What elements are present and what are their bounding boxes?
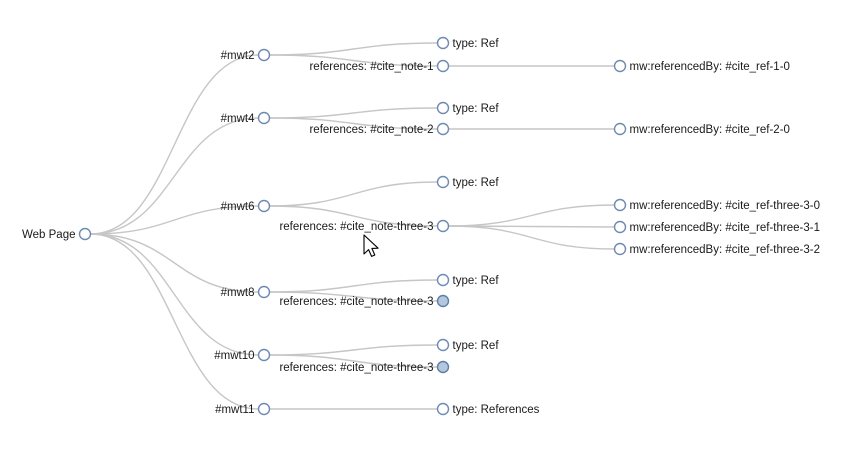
node-circle[interactable] xyxy=(436,273,450,287)
tree-link xyxy=(269,291,438,302)
tree-link xyxy=(269,279,438,293)
tree-link xyxy=(448,204,615,227)
node-circle[interactable] xyxy=(436,122,450,136)
node-circle-collapsed[interactable] xyxy=(436,360,450,374)
node-circle[interactable] xyxy=(257,199,271,213)
node-circle[interactable] xyxy=(613,220,627,234)
node-circle[interactable] xyxy=(613,59,627,73)
node-circle[interactable] xyxy=(257,402,271,416)
tree-node-root[interactable]: Web Page xyxy=(22,227,92,242)
node-circle[interactable] xyxy=(436,101,450,115)
tree-node-label: #mwt4 xyxy=(221,113,255,125)
tree-node-mwt6-type[interactable]: type: Ref xyxy=(436,175,500,190)
tree-node-label: references: #cite_note-1 xyxy=(309,61,433,73)
tree-node-mwt4-type[interactable]: type: Ref xyxy=(436,101,500,116)
tree-link xyxy=(269,54,438,67)
node-circle[interactable] xyxy=(613,198,627,212)
tree-node-label: references: #cite_note-three-3 xyxy=(279,362,433,374)
tree-node-mwt10[interactable]: #mwt10 xyxy=(214,348,271,363)
tree-node-mwt11[interactable]: #mwt11 xyxy=(215,402,271,417)
node-circle[interactable] xyxy=(436,36,450,50)
tree-link xyxy=(448,225,615,228)
tree-node-label: type: Ref xyxy=(453,177,500,189)
tree-node-label: type: Ref xyxy=(453,275,500,287)
tree-node-mwt2[interactable]: #mwt2 xyxy=(221,48,271,63)
tree-link xyxy=(90,54,259,235)
tree-node-label: mw:referencedBy: #cite_ref-three-3-0 xyxy=(630,200,820,212)
tree-node-label: #mwt8 xyxy=(221,287,255,299)
tree-node-label: #mwt2 xyxy=(221,50,255,62)
tree-link xyxy=(90,205,259,235)
tree-node-mwt4-refs[interactable]: references: #cite_note-2 xyxy=(309,122,450,137)
tree-node-label: references: #cite_note-three-3 xyxy=(279,221,433,233)
node-circle[interactable] xyxy=(257,285,271,299)
tree-node-mwt2-ref-0[interactable]: mw:referencedBy: #cite_ref-1-0 xyxy=(613,59,790,74)
node-circle-collapsed[interactable] xyxy=(436,294,450,308)
tree-node-label: references: #cite_note-2 xyxy=(309,124,433,136)
tree-node-label: references: #cite_note-three-3 xyxy=(279,296,433,308)
tree-link xyxy=(90,233,259,356)
node-circle[interactable] xyxy=(436,59,450,73)
tree-node-mwt2-type[interactable]: type: Ref xyxy=(436,36,500,51)
tree-node-mwt2-refs[interactable]: references: #cite_note-1 xyxy=(309,59,450,74)
tree-link xyxy=(269,42,438,56)
tree-link xyxy=(90,117,259,235)
node-circle[interactable] xyxy=(613,122,627,136)
tree-node-mwt6-ref-1[interactable]: mw:referencedBy: #cite_ref-three-3-1 xyxy=(613,220,820,235)
tree-node-label: mw:referencedBy: #cite_ref-three-3-2 xyxy=(630,244,820,256)
tree-node-label: mw:referencedBy: #cite_ref-1-0 xyxy=(630,61,790,73)
tree-node-mwt8-type[interactable]: type: Ref xyxy=(436,273,500,288)
tree-link xyxy=(269,205,438,227)
node-circle[interactable] xyxy=(436,219,450,233)
tree-node-label: Web Page xyxy=(22,229,76,241)
tree-node-mwt6-ref-2[interactable]: mw:referencedBy: #cite_ref-three-3-2 xyxy=(613,242,820,257)
tree-node-label: #mwt6 xyxy=(221,201,255,213)
tree-node-label: type: References xyxy=(453,404,540,416)
tree-node-label: #mwt11 xyxy=(215,404,254,416)
tree-node-mwt8[interactable]: #mwt8 xyxy=(221,285,271,300)
tree-links-group xyxy=(90,42,615,410)
tree-node-mwt4-ref-0[interactable]: mw:referencedBy: #cite_ref-2-0 xyxy=(613,122,790,137)
node-circle[interactable] xyxy=(257,348,271,362)
node-circle[interactable] xyxy=(613,242,627,256)
tree-link xyxy=(90,233,259,293)
tree-node-mwt6-ref-0[interactable]: mw:referencedBy: #cite_ref-three-3-0 xyxy=(613,198,820,213)
tree-link xyxy=(90,233,259,410)
tree-node-mwt10-type[interactable]: type: Ref xyxy=(436,338,500,353)
node-circle[interactable] xyxy=(78,227,92,241)
tree-node-mwt8-refs[interactable]: references: #cite_note-three-3 xyxy=(279,294,450,309)
tree-node-mwt4[interactable]: #mwt4 xyxy=(221,111,271,126)
node-circle[interactable] xyxy=(436,402,450,416)
tree-node-label: mw:referencedBy: #cite_ref-2-0 xyxy=(630,124,790,136)
tree-link xyxy=(269,117,438,130)
tree-node-mwt6-refs[interactable]: references: #cite_note-three-3 xyxy=(279,219,450,234)
tree-node-label: mw:referencedBy: #cite_ref-three-3-1 xyxy=(630,222,820,234)
tree-link xyxy=(269,354,438,368)
node-circle[interactable] xyxy=(257,48,271,62)
tree-node-label: type: Ref xyxy=(453,103,500,115)
tree-node-label: type: Ref xyxy=(453,340,500,352)
tree-link xyxy=(269,181,438,207)
tree-link xyxy=(269,344,438,356)
tree-link xyxy=(269,107,438,119)
tree-node-mwt11-type[interactable]: type: References xyxy=(436,402,540,417)
tree-node-label: type: Ref xyxy=(453,38,500,50)
node-circle[interactable] xyxy=(436,338,450,352)
node-circle[interactable] xyxy=(257,111,271,125)
tree-link xyxy=(448,225,615,250)
tree-nodes-group: Web Page #mwt2 type: Ref references: #cite_… xyxy=(22,36,820,417)
tree-node-mwt10-refs[interactable]: references: #cite_note-three-3 xyxy=(279,360,450,375)
node-circle[interactable] xyxy=(436,175,450,189)
tree-node-mwt6[interactable]: #mwt6 xyxy=(221,199,271,214)
tree-node-label: #mwt10 xyxy=(214,350,254,362)
